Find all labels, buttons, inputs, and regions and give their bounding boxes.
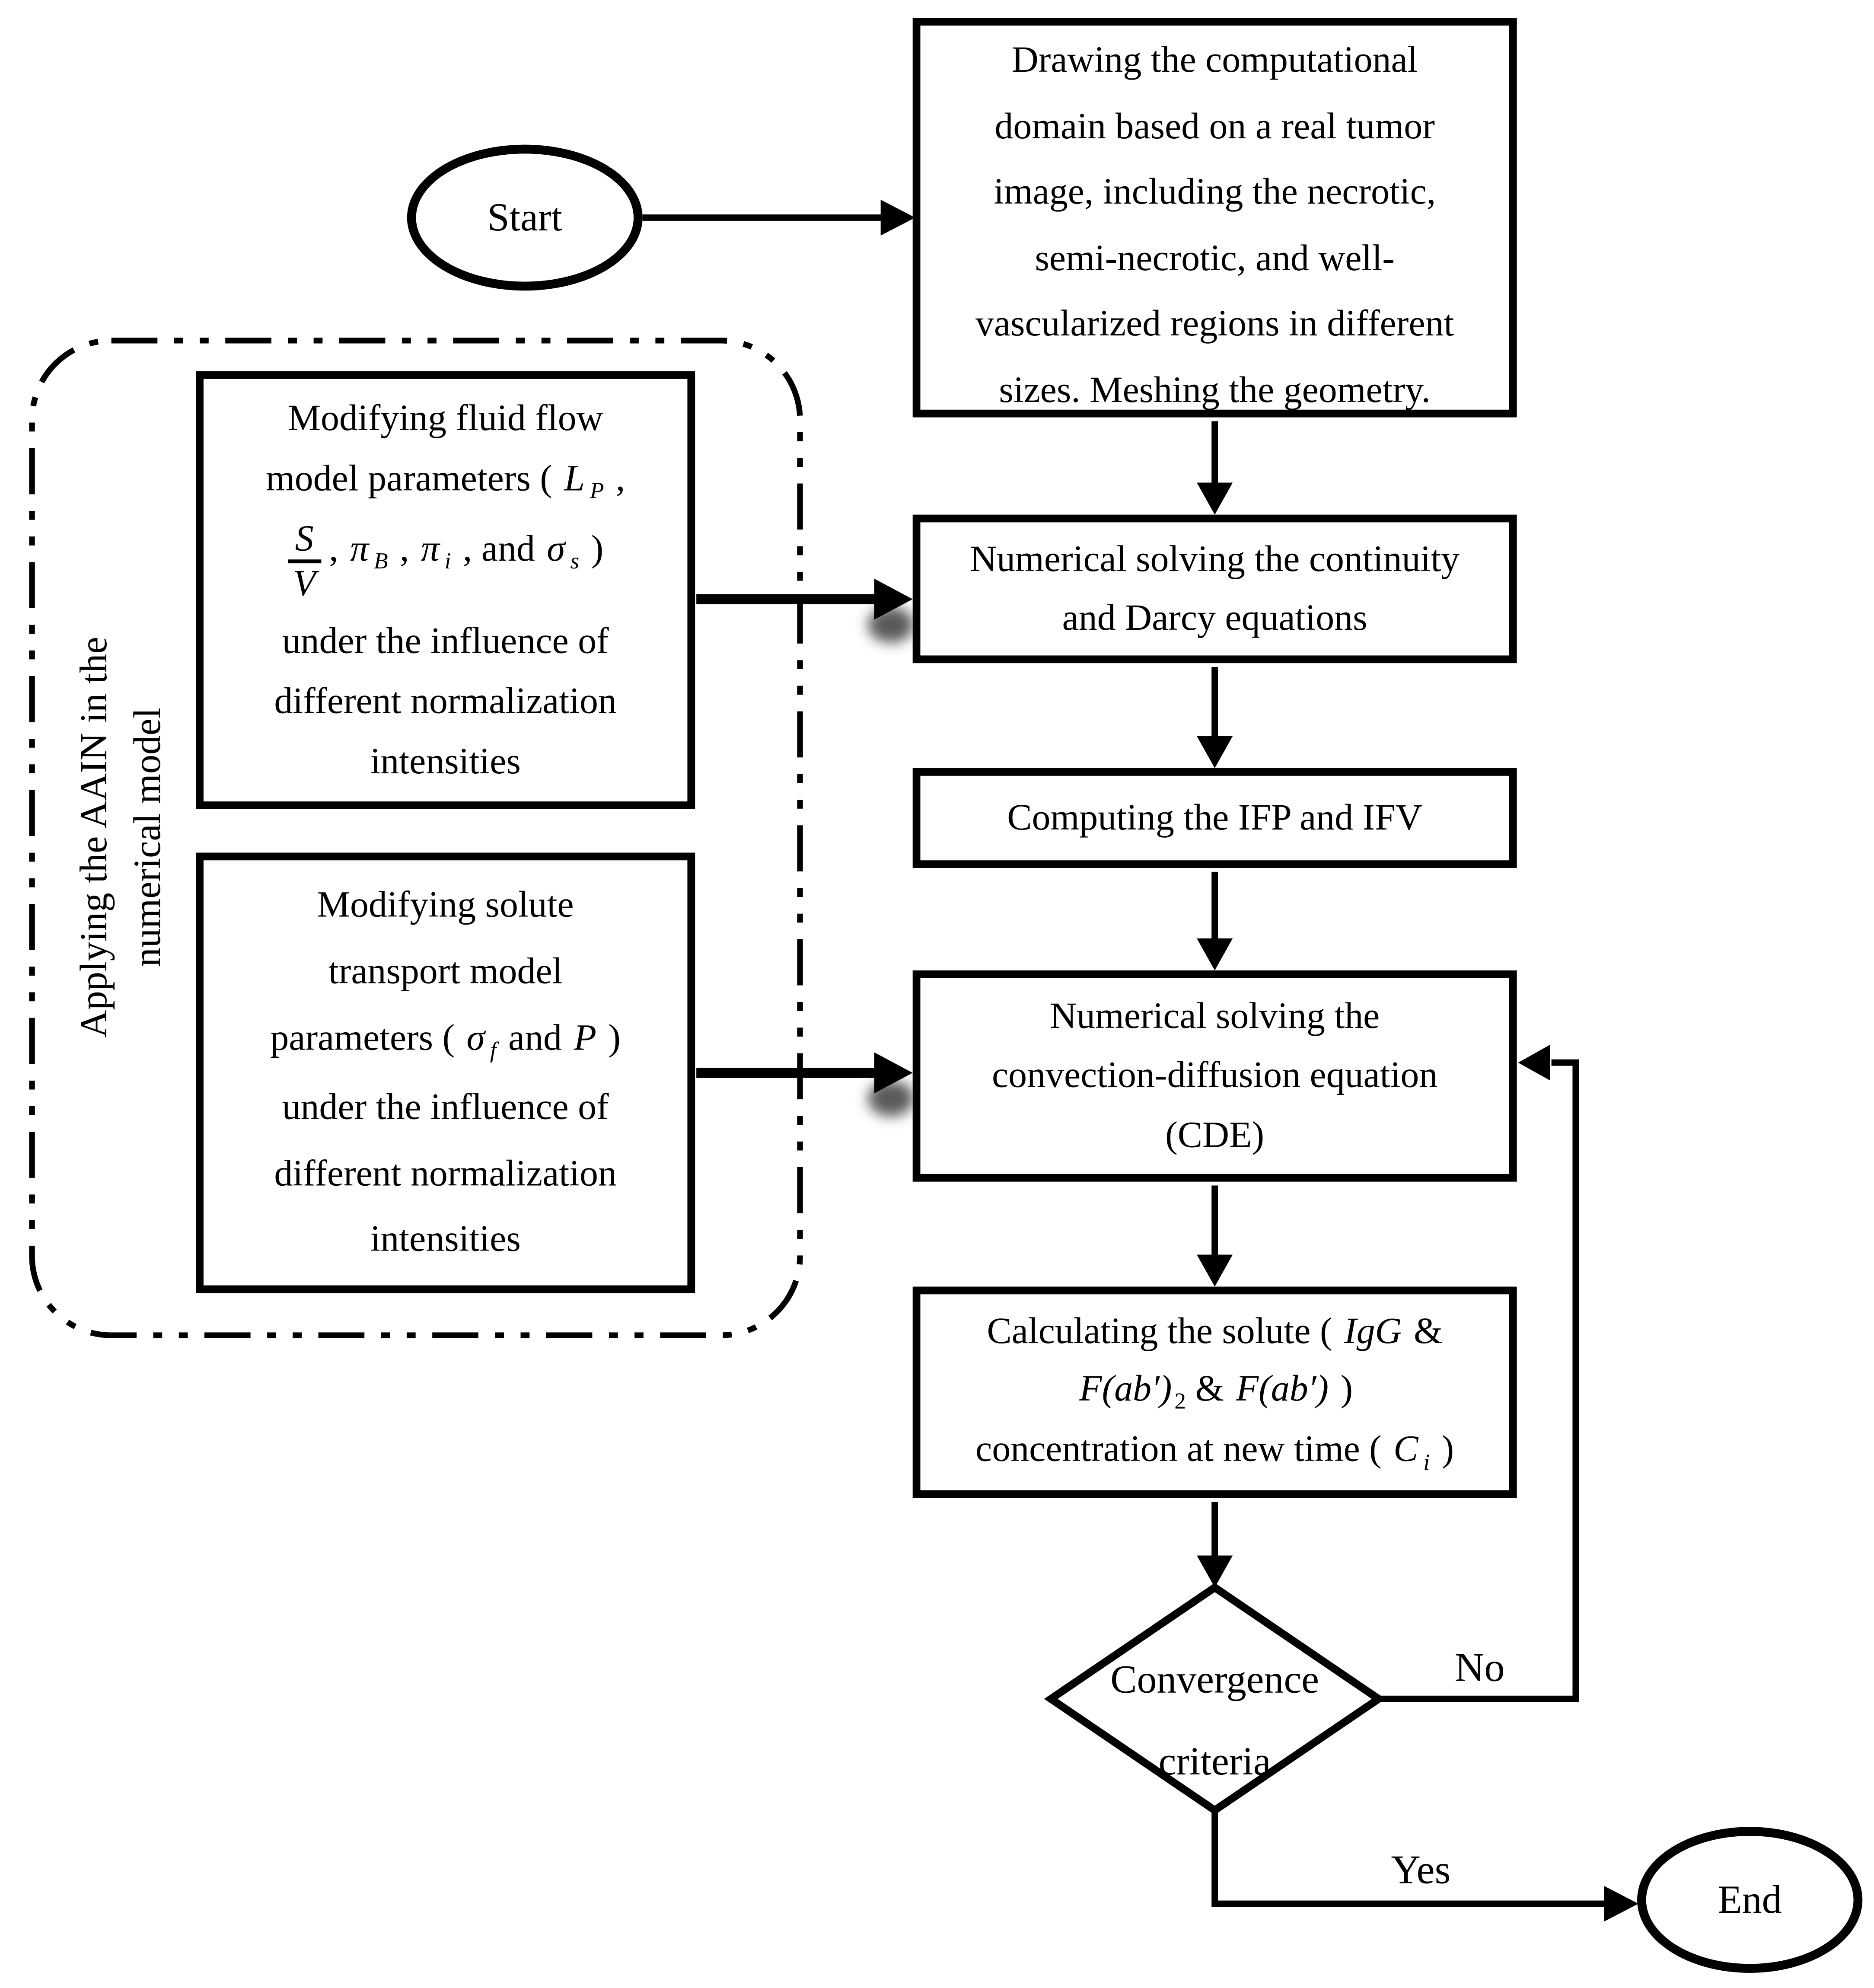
arrowhead-solute-into-cde [874,1052,913,1094]
side-label-line: Applying the AAIN in the [73,636,115,1038]
arrowhead-into-continuity-box [1197,482,1233,515]
text-line: convection-diffusion equation [992,1055,1438,1097]
yes-line [1211,1810,1606,1907]
math-pi-i: π [421,528,440,569]
fraction-numerator: S [287,519,322,564]
text-run: ) [582,528,604,569]
decision-diamond-shape [1044,1583,1386,1815]
end-label: End [1718,1876,1782,1922]
no-text: No [1454,1643,1505,1689]
arrowhead-into-cde-box [1197,938,1233,970]
text-line: (CDE) [1165,1114,1265,1156]
end-terminator: End [1637,1827,1863,1973]
text-line: under the influence of [282,1087,609,1128]
text-line: Convergence [1110,1657,1319,1702]
math-subscript: 2 [1174,1388,1186,1414]
text-run: ) [1331,1368,1353,1410]
math-subscript: f [490,1037,497,1063]
fraction-denominator: V [293,563,316,605]
draw-domain-box: Drawing the computational domain based o… [912,18,1517,418]
math-igg: IgG [1344,1311,1402,1352]
arrowhead-fluid-into-continuity [874,578,913,620]
start-label: Start [487,195,563,239]
solute-params-box: Modifying solute transport model paramet… [196,852,695,1293]
text-run: & [1186,1368,1233,1410]
math-sigma-f: σ [466,1017,485,1059]
text-line: intensities [370,741,521,782]
math-lp: L [564,458,585,500]
text-run: , [329,528,348,569]
start-terminator: Start [407,144,643,291]
arrowhead-into-decision [1197,1555,1233,1588]
text-line: Computing the IFP and IFV [1007,797,1423,839]
math-fab2: F(ab′) [1079,1368,1172,1410]
math-subscript: B [374,548,388,574]
arrowhead-into-calc-box [1197,1254,1233,1287]
text-line: under the influence of [282,620,609,661]
arrowhead-into-end [1604,1886,1638,1922]
no-feedback-line [1378,1059,1579,1702]
text-run: concentration at new time ( [975,1429,1391,1471]
decision-diamond-label: Convergence criteria [1061,1636,1368,1805]
math-subscript: i [1423,1449,1430,1475]
math-subscript: i [444,548,451,574]
text-run: Calculating the solute ( [987,1311,1342,1352]
arrowhead-into-ifp-box [1197,736,1233,769]
text-line: different normalization [274,680,617,722]
text-line: F(ab′)2 & F(ab′) ) [1077,1366,1353,1416]
text-run: and [499,1017,571,1059]
text-line: Numerical solving the [1050,996,1380,1037]
cde-box: Numerical solving the convection-diffusi… [912,970,1517,1182]
text-run: ) [599,1017,621,1059]
math-p: P [574,1017,596,1059]
math-sigma-s: σ [547,528,565,569]
arrowhead-no-into-cde-box [1518,1044,1550,1081]
side-label-line: numerical model [127,708,169,967]
text-line: Modifying solute [317,885,574,926]
text-line: intensities [370,1219,521,1260]
text-line: image, including the necrotic, [994,172,1436,213]
math-fab: F(ab′) [1236,1368,1329,1410]
text-line: vascularized regions in different [975,304,1454,345]
text-line: and Darcy equations [1062,597,1367,638]
text-line: different normalization [274,1153,617,1194]
text-run: , and [453,528,545,569]
aain-side-label: Applying the AAIN in the numerical model [68,562,175,1113]
text-run: ) [1432,1429,1454,1471]
math-pi-b: π [350,528,369,569]
math-ci: C [1393,1429,1418,1471]
text-run: parameters ( [270,1017,464,1059]
text-run: , [390,528,418,569]
text-line: criteria [1158,1738,1271,1784]
no-label: No [1416,1639,1544,1695]
calc-solute-box: Calculating the solute ( IgG & F(ab′)2 &… [912,1286,1517,1498]
text-line: Modifying fluid flow [287,398,603,439]
fluid-params-box: Modifying fluid flow model parameters ( … [196,371,695,809]
continuity-darcy-box: Numerical solving the continuity and Dar… [912,514,1517,664]
text-line: sizes. Meshing the geometry. [999,370,1431,411]
arrowhead-into-draw-box [880,200,915,236]
text-run: , [606,458,625,500]
aain-group-dashed-border [29,338,803,1338]
text-line: domain based on a real tumor [994,105,1435,147]
yes-text: Yes [1391,1845,1451,1892]
math-subscript: P [590,478,604,504]
text-line: transport model [328,951,563,992]
text-line: Drawing the computational [1011,39,1418,81]
text-run: & [1404,1311,1443,1352]
text-line: Calculating the solute ( IgG & [987,1308,1443,1354]
math-subscript: s [570,548,580,574]
text-line: semi-necrotic, and well- [1035,238,1395,279]
text-run: model parameters ( [265,458,562,500]
ifp-ifv-box: Computing the IFP and IFV [912,768,1517,868]
text-line: Numerical solving the continuity [970,539,1460,581]
yes-label: Yes [1357,1841,1485,1897]
